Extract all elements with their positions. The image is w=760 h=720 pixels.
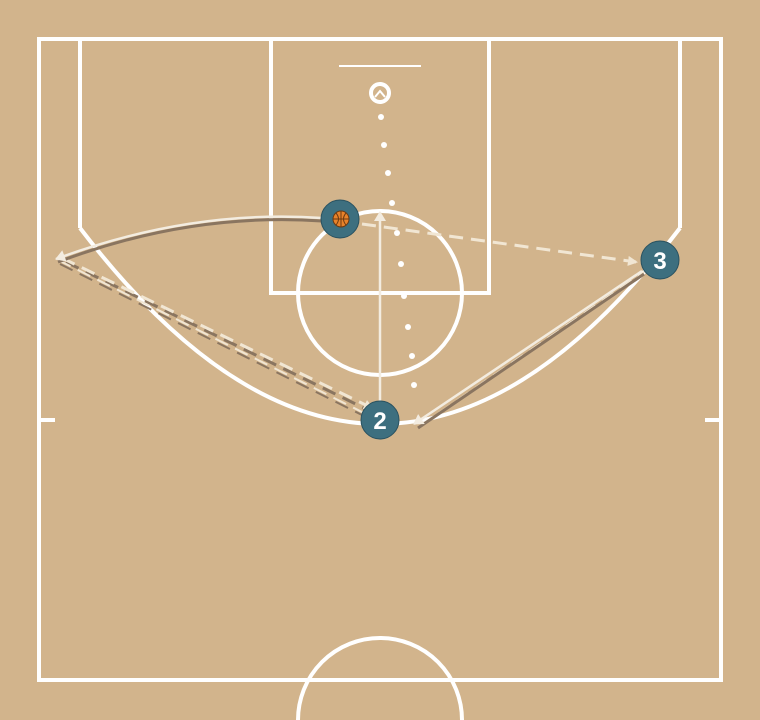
court-lines <box>37 37 723 720</box>
pass-line-shadow <box>59 263 369 419</box>
player-1[interactable] <box>320 199 360 239</box>
cut-line-shadow <box>57 218 323 264</box>
dribble-path <box>378 114 417 388</box>
cut-lines <box>55 211 645 430</box>
player-2-label: 2 <box>373 408 386 435</box>
player-3-label: 3 <box>653 248 666 275</box>
pass-line-wing-to-2-alt <box>57 259 367 415</box>
pass-line-shadow <box>65 260 373 414</box>
player-3-token[interactable] <box>640 240 680 280</box>
center-circle <box>296 636 464 720</box>
cut-line-3-to-2 <box>413 269 643 426</box>
player-3[interactable]: 3 <box>640 240 680 280</box>
rim-chevron-icon <box>374 89 386 98</box>
pass-line-1-to-3 <box>361 222 638 266</box>
cut-line-1-to-wing <box>55 215 323 262</box>
player-2[interactable]: 2 <box>360 400 400 440</box>
hoop <box>369 82 391 104</box>
basketball-icon <box>332 210 350 228</box>
pass-line-wing-to-2 <box>61 256 374 410</box>
player-2-token[interactable] <box>360 400 400 440</box>
rim <box>369 82 391 104</box>
cut-line-shadow <box>417 272 645 430</box>
